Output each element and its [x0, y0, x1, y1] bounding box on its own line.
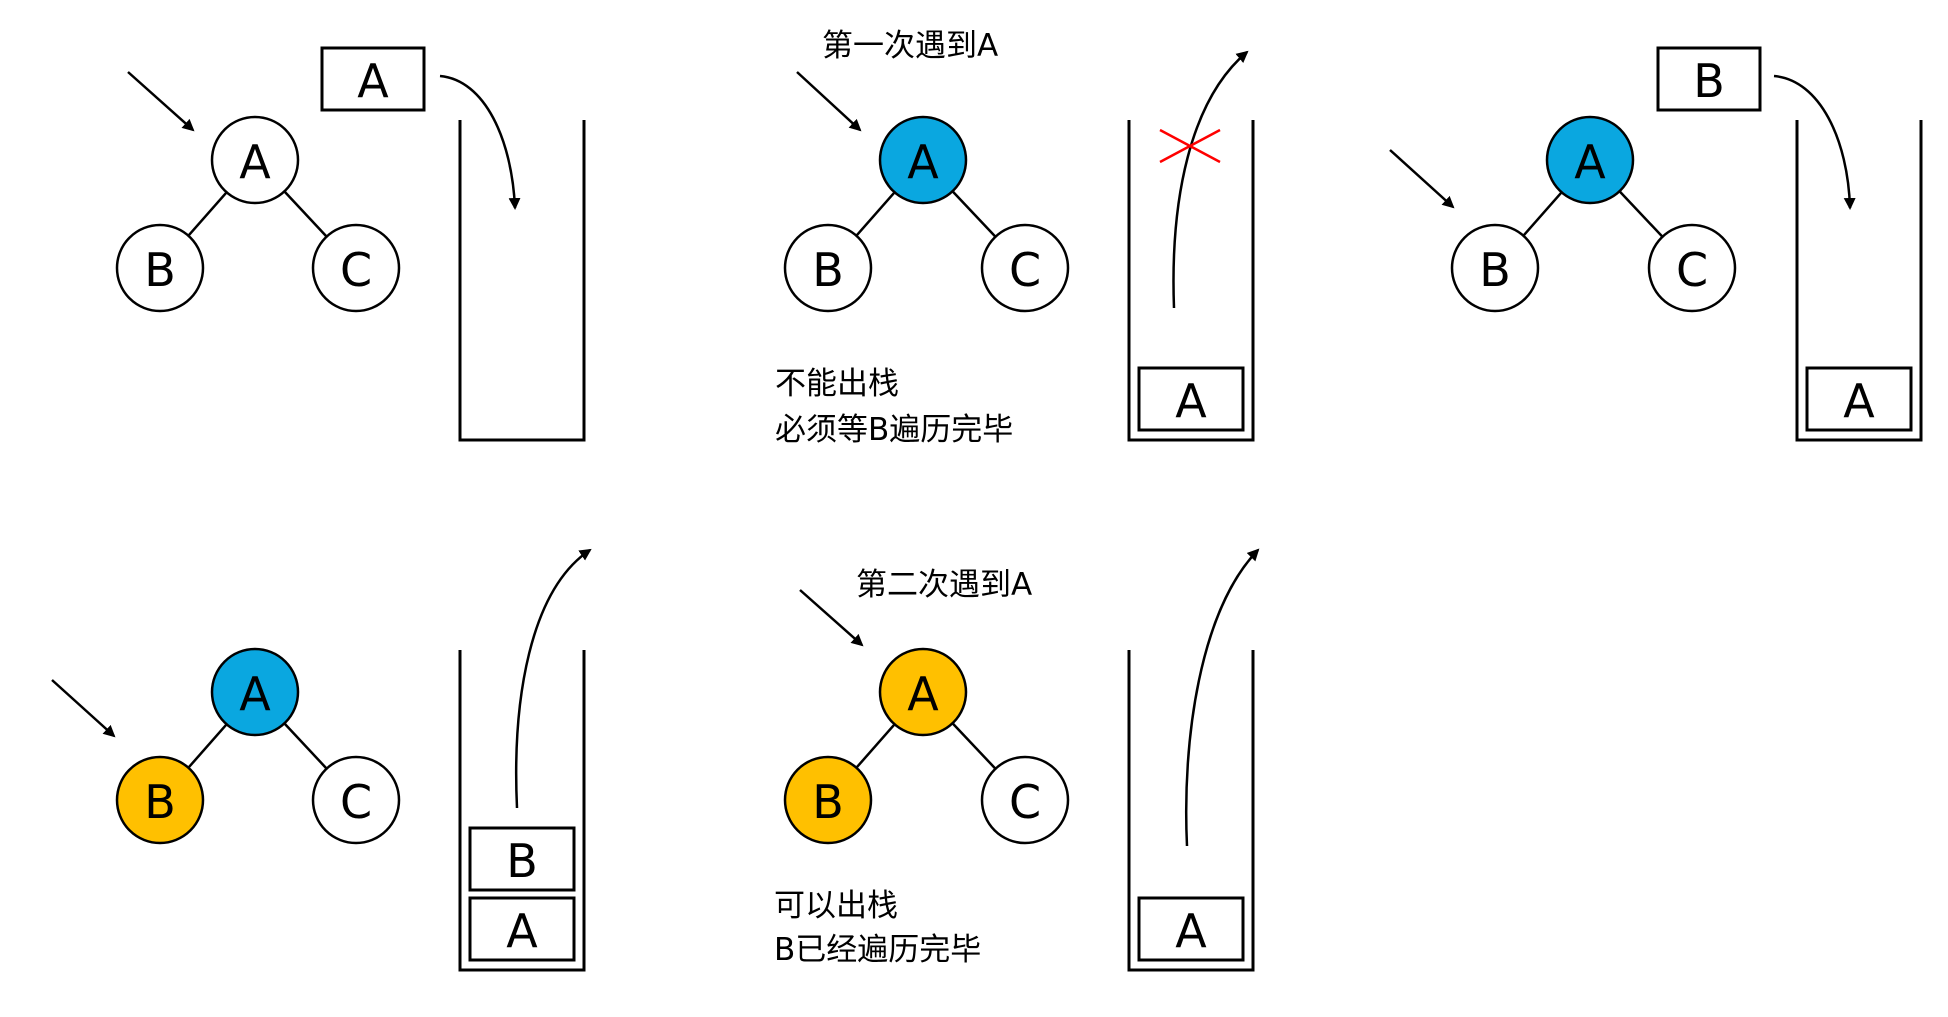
p4-pointer-arrow: [51, 679, 116, 738]
p2-note-caption-line1: 不能出栈: [775, 366, 899, 402]
p3-node-B-label: B: [1479, 243, 1511, 297]
p1-node-A: [210, 115, 300, 205]
p3-node-A-label: A: [1574, 135, 1606, 189]
p3-edge-left: [1522, 191, 1563, 237]
p2-edge-left: [855, 191, 896, 237]
p5-edge-left: [855, 723, 896, 769]
p3-node-A: [1545, 115, 1635, 205]
p2-node-B-label: B: [812, 243, 844, 297]
p4-node-A: [210, 647, 300, 737]
p4-edge-left: [187, 723, 228, 769]
p5-note-caption-line1: 可以出栈: [774, 888, 898, 924]
p3-node-C-label: C: [1676, 243, 1708, 297]
p4-node-B-label: B: [144, 775, 176, 829]
p5-edge-right: [951, 722, 997, 770]
p2-header-caption: 第一次遇到A: [822, 28, 999, 64]
p5-node-B-label: B: [812, 775, 844, 829]
p4-node-C: [311, 755, 401, 845]
p2-stack-item-A-label: A: [1175, 374, 1207, 428]
p1-stack-container: [458, 120, 586, 442]
p3-node-C: [1647, 223, 1737, 313]
p3-push-arrow: [1773, 74, 1856, 210]
p4-stack-item-A-label: A: [506, 904, 538, 958]
p5-stack-item-A: [1137, 896, 1245, 962]
p2-edge-right: [951, 190, 997, 238]
p1-node-B: [115, 223, 205, 313]
p5-node-A: [878, 647, 968, 737]
p5-node-B: [783, 755, 873, 845]
p2-stack-container: [1127, 120, 1255, 442]
p2-node-C: [980, 223, 1070, 313]
p5-panel: A B C A: [783, 548, 1260, 972]
p3-pointer-arrow: [1389, 149, 1455, 209]
p4-stack-item-B: [468, 826, 576, 892]
p2-panel: A B C A: [783, 50, 1255, 442]
p2-node-A: [878, 115, 968, 205]
p2-node-A-label: A: [907, 135, 939, 189]
p2-node-B: [783, 223, 873, 313]
p1-node-B-label: B: [144, 243, 176, 297]
p4-stack-item-B-label: B: [506, 834, 538, 888]
p4-stack-container: [458, 650, 586, 972]
p3-edge-right: [1618, 190, 1664, 238]
p2-stack-item-A: [1137, 366, 1245, 432]
p1-edge-left: [187, 191, 228, 237]
p3-incoming-box-label: B: [1693, 54, 1725, 108]
p1-incoming-box: [320, 46, 426, 112]
p5-header-caption: 第二次遇到A: [856, 567, 1033, 603]
p2-pointer-arrow: [796, 71, 862, 132]
p5-node-C: [980, 755, 1070, 845]
p3-stack-item-A: [1805, 366, 1913, 432]
p4-pop-arrow: [514, 548, 592, 809]
p3-stack-item-A-label: A: [1843, 374, 1875, 428]
p2-pop-blocked-arrow: [1172, 50, 1249, 309]
p3-panel: A B C A B: [1389, 46, 1923, 442]
p5-stack-container: [1127, 650, 1255, 972]
p5-note-caption-line2: B已经遍历完毕: [774, 932, 982, 968]
p3-node-B: [1450, 223, 1540, 313]
p3-incoming-box: [1656, 46, 1762, 112]
p5-node-C-label: C: [1009, 775, 1041, 829]
p4-node-B: [115, 755, 205, 845]
p5-stack-item-A-label: A: [1175, 904, 1207, 958]
p1-incoming-box-label: A: [357, 54, 389, 108]
p2-node-C-label: C: [1009, 243, 1041, 297]
p4-node-C-label: C: [340, 775, 372, 829]
p4-stack-item-A: [468, 896, 576, 962]
p5-node-A-label: A: [907, 667, 939, 721]
p1-pointer-arrow: [127, 71, 195, 132]
p1-node-C-label: C: [340, 243, 372, 297]
p2-blocked-cross-b: [1159, 128, 1221, 164]
p1-edge-right: [283, 190, 328, 238]
p1-push-arrow: [439, 74, 521, 210]
p5-pointer-arrow: [799, 589, 864, 647]
p1-panel: A B C A: [115, 46, 586, 442]
p4-node-A-label: A: [239, 667, 271, 721]
p5-pop-arrow: [1184, 548, 1260, 847]
p1-node-A-label: A: [239, 135, 271, 189]
p4-edge-right: [283, 722, 328, 770]
p2-note-caption-line2: 必须等B遍历完毕: [775, 412, 1014, 448]
p3-stack-container: [1795, 120, 1923, 442]
p1-node-C: [311, 223, 401, 313]
